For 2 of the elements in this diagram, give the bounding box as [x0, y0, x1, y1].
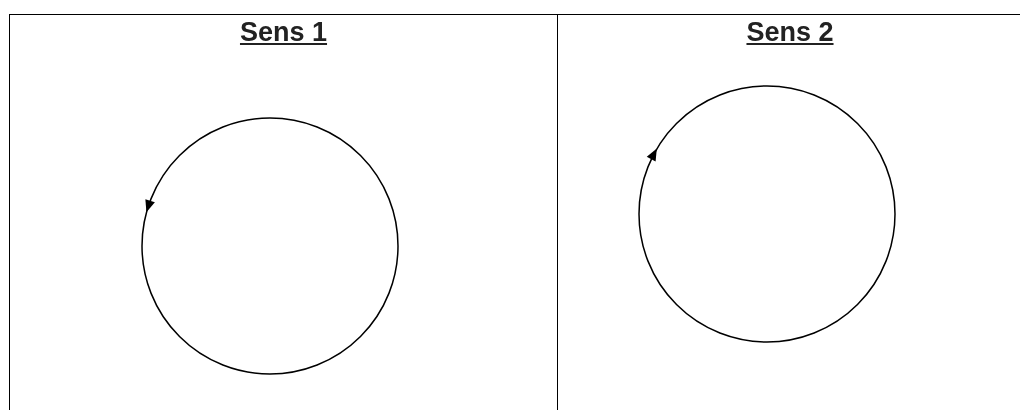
column-heading: Sens 2	[746, 17, 834, 47]
column-heading: Sens 1	[239, 17, 328, 47]
